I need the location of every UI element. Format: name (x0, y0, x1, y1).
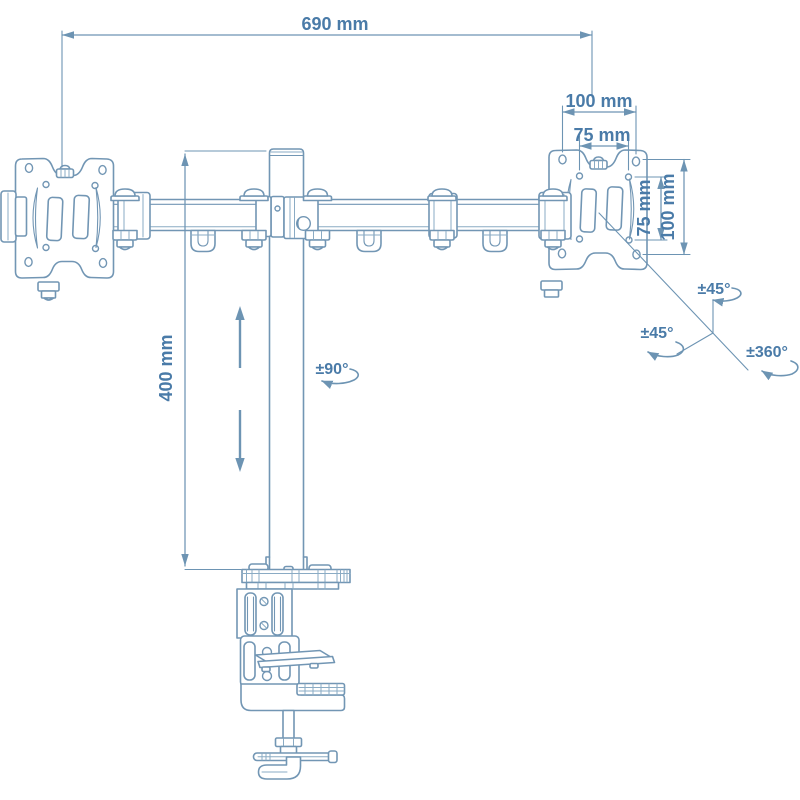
cable-clip (190, 229, 216, 253)
vesa-width-outer-dimension: 100 mm (561, 91, 637, 155)
dim-label-vesa-width-inner: 75 mm (573, 125, 630, 145)
leader-line (598, 212, 749, 371)
motion-label-arm-swivel: ±90° (316, 361, 349, 378)
bolt-cap (239, 188, 269, 202)
center-joint (255, 195, 319, 240)
dim-label-vesa-height-outer: 100 mm (658, 173, 678, 240)
left-plate-tilt-bracket (0, 190, 28, 243)
left-plate-nut (37, 281, 60, 301)
arm-joints (110, 188, 572, 253)
dim-label-vesa-height-inner: 75 mm (634, 179, 654, 236)
clamp-foot (240, 682, 346, 712)
rotation-annotations: ±45° ±45° ±360° (598, 212, 799, 381)
right-vesa-plate (540, 149, 648, 298)
screw-rod (282, 709, 295, 740)
arm-span-dimension: 690 mm (61, 14, 593, 168)
desk-clamp (236, 563, 351, 780)
arm (112, 198, 553, 232)
bolt-nut (241, 229, 267, 251)
motion-label-tilt: ±45° (698, 281, 731, 298)
screw-nut (274, 737, 303, 748)
bolt-cap (110, 188, 140, 202)
clamp-top-plate (241, 568, 351, 584)
clamp-upper-bracket (236, 588, 293, 639)
bolt-nut (540, 229, 566, 251)
left-vesa-plate (0, 157, 115, 301)
height-adjust-arrows (235, 306, 245, 472)
pole-base-collar (265, 556, 308, 571)
motion-label-swivel: ±45° (641, 325, 674, 342)
cable-clip (356, 229, 382, 253)
vesa-height-inner-dimension: 75 mm (634, 176, 668, 241)
dim-label-vesa-width-outer: 100 mm (565, 91, 632, 111)
cable-clip (482, 229, 508, 253)
dim-label-pole-height: 400 mm (156, 334, 176, 401)
screw-handle-grip (257, 756, 302, 780)
arm-swivel-annotation: ±90° (316, 361, 359, 389)
right-plate-nut (540, 280, 563, 298)
joint-knob (296, 215, 312, 231)
dim-label-arm-span: 690 mm (301, 14, 368, 34)
bolt-nut (112, 229, 138, 251)
vesa-width-inner-dimension: 75 mm (573, 125, 631, 171)
vesa-height-outer-dimension: 100 mm (642, 158, 691, 256)
bolt-cap (302, 188, 333, 202)
bolt-nut (304, 229, 331, 251)
clamp-shelf (254, 649, 336, 673)
pole (265, 148, 308, 571)
clamp-screw (252, 709, 338, 780)
bolt-nut (429, 229, 455, 251)
motion-label-rotation: ±360° (746, 344, 788, 361)
bolt-cap (427, 188, 457, 202)
pole-height-dimension: 400 mm (156, 150, 267, 571)
